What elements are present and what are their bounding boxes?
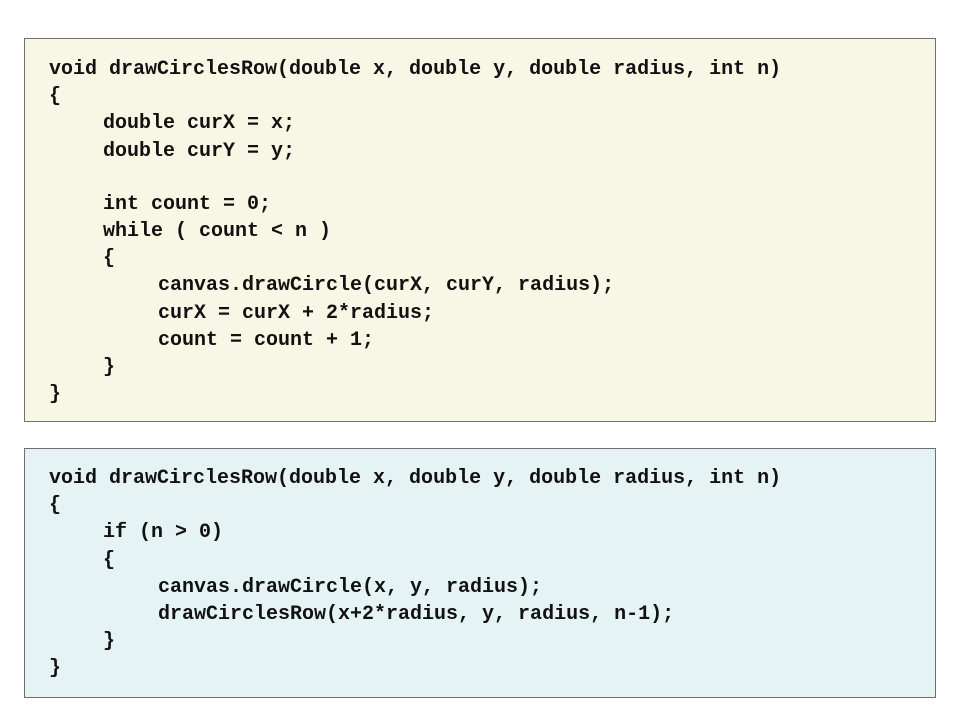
recursive-code-block: void drawCirclesRow(double x, double y, … — [24, 448, 936, 698]
code-line: int count = 0; — [103, 192, 272, 216]
code-line: canvas.drawCircle(x, y, radius); — [158, 575, 543, 599]
iterative-code-block: void drawCirclesRow(double x, double y, … — [24, 38, 936, 422]
code-line: void drawCirclesRow(double x, double y, … — [49, 467, 782, 490]
code-line: } — [103, 355, 116, 379]
code-line: } — [103, 630, 116, 654]
code-line: { — [103, 548, 116, 572]
code-line: curX = curX + 2*radius; — [158, 301, 435, 325]
code-line: { — [49, 85, 62, 109]
code-line: double curX = x; — [103, 112, 296, 136]
code-line: void drawCirclesRow(double x, double y, … — [49, 58, 782, 81]
code-line: { — [49, 494, 62, 518]
blank-line — [49, 165, 935, 191]
code-line: } — [49, 657, 62, 681]
code-line: count = count + 1; — [158, 328, 375, 352]
code-line: double curY = y; — [103, 139, 296, 163]
code-line: drawCirclesRow(x+2*radius, y, radius, n-… — [158, 602, 675, 626]
code-line: canvas.drawCircle(curX, curY, radius); — [158, 274, 615, 298]
code-line: { — [103, 247, 116, 271]
code-line: if (n > 0) — [103, 521, 224, 545]
code-line: while ( count < n ) — [103, 219, 332, 243]
code-line: } — [49, 383, 62, 407]
